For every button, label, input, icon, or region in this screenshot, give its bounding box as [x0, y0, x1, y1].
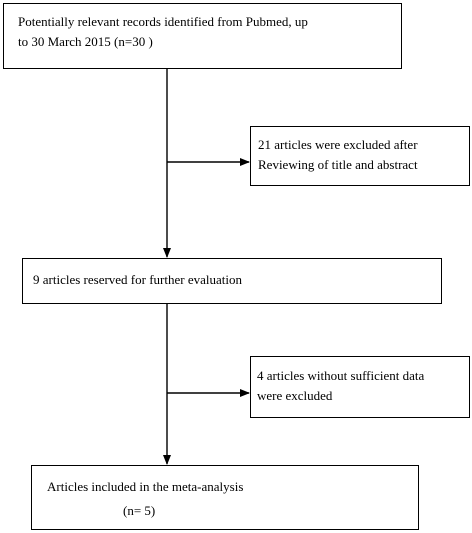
included-text-line-1: Articles included in the meta-analysis	[47, 479, 244, 494]
included-in-meta-analysis-box: Articles included in the meta-analysis (…	[31, 465, 419, 530]
excluded-after-screening-box: 21 articles were excluded after Reviewin…	[250, 126, 470, 186]
excluded-after-screening-line-1: 21 articles were excluded after	[258, 137, 418, 152]
identification-text-line-1: Potentially relevant records identified …	[18, 14, 308, 29]
identification-text-line-2: to 30 March 2015 (n=30 )	[18, 34, 153, 49]
identification-box: Potentially relevant records identified …	[3, 3, 402, 69]
excluded-insufficient-data-box: 4 articles without sufficient data were …	[250, 356, 470, 418]
excluded-after-screening-line-2: Reviewing of title and abstract	[258, 157, 418, 172]
reserved-for-evaluation-text: 9 articles reserved for further evaluati…	[33, 272, 242, 287]
reserved-for-evaluation-box: 9 articles reserved for further evaluati…	[22, 258, 442, 304]
excluded-insufficient-data-line-2: were excluded	[257, 388, 333, 403]
included-count: (n= 5)	[123, 503, 156, 518]
excluded-insufficient-data-line-1: 4 articles without sufficient data	[257, 368, 425, 383]
